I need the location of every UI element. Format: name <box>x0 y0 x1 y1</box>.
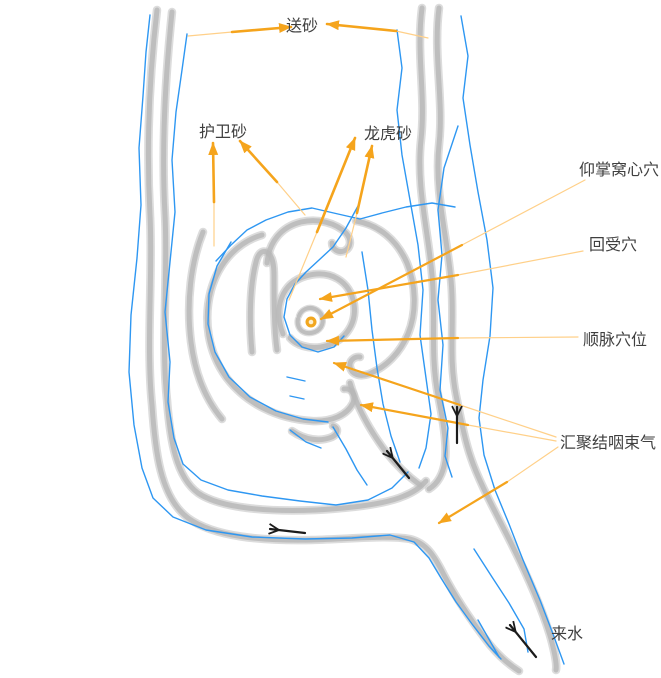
label-shunmai: 顺脉穴位 <box>583 330 647 349</box>
water-spiral-south-short <box>289 429 322 449</box>
leader-huweisha-right-tail <box>276 181 306 216</box>
leader-huiju-1-tail <box>459 404 557 438</box>
label-longhusha: 龙虎砂 <box>364 124 412 143</box>
leader-yangzhang <box>319 243 464 321</box>
leader-longhusha-left-tail <box>288 231 318 301</box>
water-right-east <box>460 15 565 665</box>
label-yangzhang: 仰掌窝心穴 <box>579 160 659 179</box>
leader-songsha-right-tail <box>395 30 429 39</box>
spiral-tail-ridge-core <box>350 383 420 485</box>
leader-huiju-3-tail <box>506 446 559 483</box>
leader-huiju-1 <box>332 361 462 407</box>
label-laishui: 来水 <box>551 624 583 643</box>
flow-arrow-bottom-channel-icon <box>270 529 307 533</box>
water-left-inner <box>164 33 409 506</box>
leader-songsha-left-tail <box>187 31 233 37</box>
spiral-tail-ridge <box>350 383 420 485</box>
leader-huishou-tail <box>457 250 584 276</box>
labels: 送砂 护卫砂 龙虎砂 仰掌窝心穴 回受穴 顺脉穴位 汇聚结咽束气 来水 <box>199 16 659 643</box>
label-huiju: 汇聚结咽束气 <box>560 433 656 452</box>
flow-arrow-inner-tail-icon <box>387 451 411 480</box>
annotation-leaders <box>187 20 586 525</box>
leader-longhusha-right <box>355 144 375 215</box>
leader-huweisha-left <box>208 141 219 204</box>
acupoint-spot-core <box>308 319 314 325</box>
leader-huiju-2 <box>359 402 470 427</box>
leader-shunmai <box>325 335 460 346</box>
leader-huishou <box>318 273 460 302</box>
leader-huweisha-right <box>238 139 279 184</box>
leader-shunmai-tail <box>457 336 579 339</box>
leader-huiju-3 <box>437 480 509 525</box>
leader-songsha-left <box>230 23 293 34</box>
water-spiral-outer <box>207 241 329 423</box>
leader-yangzhang-tail <box>461 179 586 246</box>
leader-huiju-2-tail <box>467 424 557 442</box>
acupoint-spot <box>305 316 317 328</box>
dragon-tiger-arm-arc-core <box>267 221 350 263</box>
leader-songsha-right <box>325 20 398 33</box>
water-rivulet-b <box>289 395 305 400</box>
water-spiral-southeast <box>332 426 368 486</box>
label-huishou: 回受穴 <box>589 235 637 254</box>
water-spiral-inner <box>283 205 359 353</box>
flow-arrow-incoming-water-icon <box>510 625 538 659</box>
water-basin-vertical-b <box>437 125 459 478</box>
flow-arrows <box>270 407 538 659</box>
water-incoming-short <box>477 619 500 658</box>
water-rivulet-a <box>286 376 306 382</box>
leader-longhusha-left <box>315 136 357 234</box>
label-songsha: 送砂 <box>286 16 318 35</box>
water-left-outer <box>128 14 502 660</box>
label-huweisha: 护卫砂 <box>199 122 247 141</box>
leader-longhusha-right-tail <box>345 212 358 258</box>
water-incoming-channel <box>473 548 529 653</box>
